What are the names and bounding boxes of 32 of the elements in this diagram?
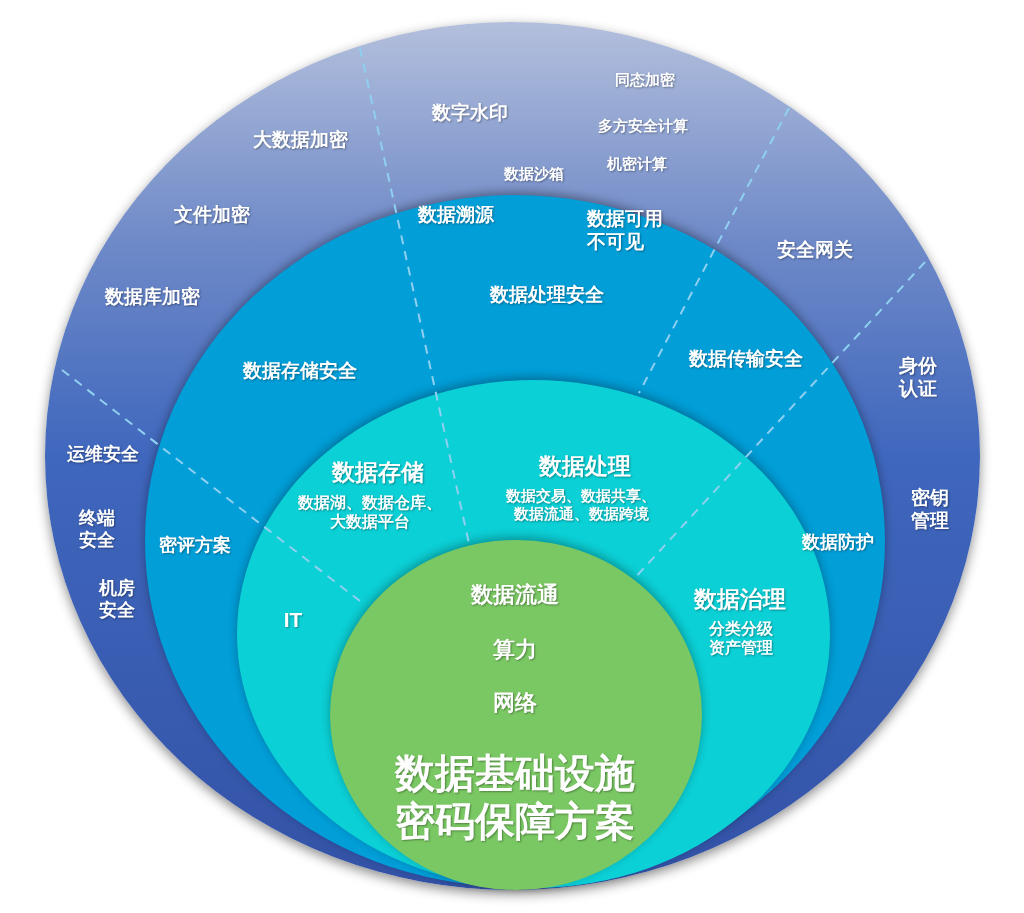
ring-label: 数据库加密 <box>104 285 200 309</box>
ring-label: 安全网关 <box>777 238 853 262</box>
core-label: 数据基础设施密码保障方案 <box>393 750 636 845</box>
ring-label: 密钥管理 <box>910 487 950 533</box>
ring-label: 身份认证 <box>897 355 938 401</box>
ring-label: 文件加密 <box>174 203 250 227</box>
ring-label: 同态加密 <box>615 71 675 89</box>
category-label: 数据交易、数据共享、数据流通、数据跨境 <box>505 487 657 523</box>
ring-label: 数据防护 <box>802 532 874 554</box>
ring-label: 终端安全 <box>77 508 116 552</box>
category-label: 数据处理 <box>539 453 631 481</box>
ring-label: 数字水印 <box>432 101 508 125</box>
ring-label: 数据处理安全 <box>490 283 604 307</box>
ring-label: 数据溯源 <box>418 203 494 227</box>
ring-label: 机房安全 <box>97 578 136 622</box>
ring-label: 数据沙箱 <box>504 165 564 183</box>
category-label: 分类分级资产管理 <box>708 618 774 658</box>
ring-label: 数据存储安全 <box>243 359 357 383</box>
core-label: 网络 <box>493 689 537 717</box>
category-label: 数据存储 <box>332 459 424 487</box>
ring-label: 密评方案 <box>159 535 231 557</box>
ring-label: 运维安全 <box>67 444 139 466</box>
core-label: 算力 <box>493 636 537 664</box>
ring-label: 机密计算 <box>607 155 667 173</box>
ring-label: 大数据加密 <box>252 128 348 152</box>
core-label: 数据流通 <box>471 581 559 609</box>
category-label: IT <box>283 607 303 633</box>
ring-label: 数据可用不可见 <box>587 208 664 254</box>
ring-label: 多方安全计算 <box>598 117 688 135</box>
ring-label: 数据传输安全 <box>689 347 803 371</box>
category-label: 数据治理 <box>694 586 786 614</box>
category-label: 数据湖、数据仓库、大数据平台 <box>297 492 443 532</box>
